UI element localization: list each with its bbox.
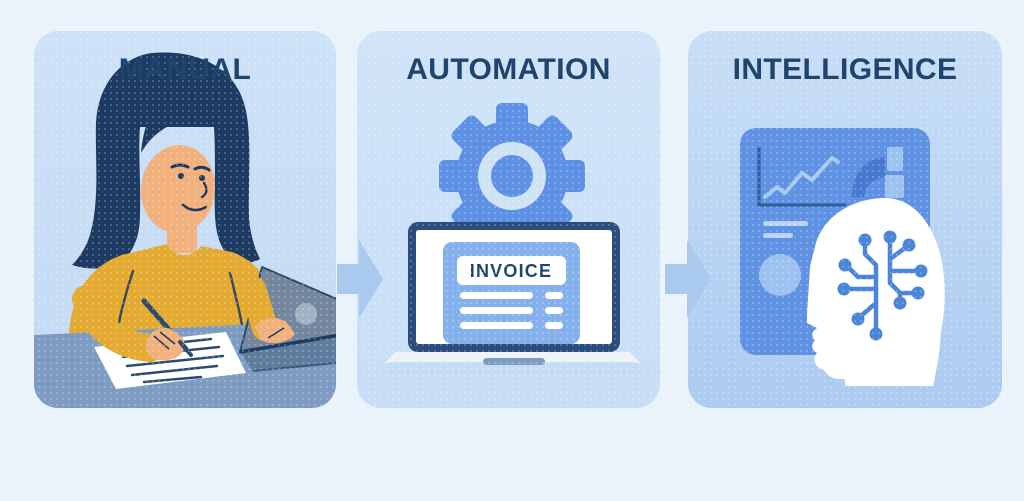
invoice-document: INVOICE — [443, 242, 580, 344]
stage-panel-automation: AUTOMATION — [357, 31, 660, 408]
right-arrow-icon — [665, 240, 711, 318]
stage-panel-manual: MANUAL — [34, 31, 336, 408]
dashboard-circle-stat — [759, 254, 801, 296]
trackpad-notch — [483, 358, 545, 365]
face-features — [170, 163, 211, 212]
circuit-brain-icon — [837, 230, 928, 341]
dashboard-text-lines — [763, 221, 808, 238]
stage-title-intelligence: INTELLIGENCE — [732, 53, 958, 86]
arms-and-hands — [72, 276, 295, 362]
stage-title-manual: MANUAL — [118, 53, 252, 86]
pie-chart-icon — [852, 147, 904, 198]
gear-icon — [439, 103, 585, 249]
right-arrow-icon — [337, 240, 383, 318]
woman-writing-illustration — [34, 52, 336, 408]
stage-panel-intelligence: INTELLIGENCE — [688, 31, 1002, 408]
laptop-icon: INVOICE — [385, 222, 640, 375]
stage-title-automation: AUTOMATION — [406, 53, 611, 86]
line-chart-icon — [757, 146, 847, 207]
laptop-logo — [295, 303, 317, 325]
invoice-label: INVOICE — [470, 261, 552, 281]
ai-head-icon — [807, 198, 945, 386]
automation-illustration: INVOICE — [385, 103, 640, 375]
intelligence-illustration — [740, 128, 945, 386]
